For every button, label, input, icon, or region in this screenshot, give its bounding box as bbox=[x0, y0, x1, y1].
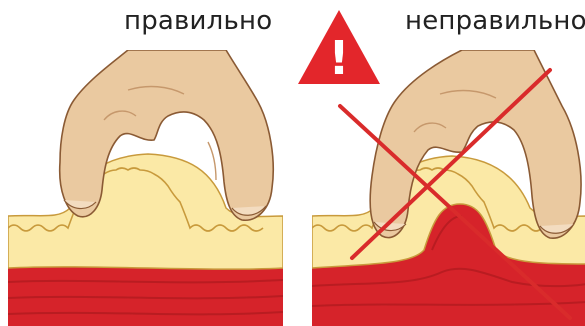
incorrect-illustration bbox=[312, 50, 585, 326]
incorrect-label: неправильно bbox=[405, 6, 585, 36]
correct-label: правильно bbox=[124, 6, 272, 36]
correct-illustration bbox=[8, 50, 283, 326]
